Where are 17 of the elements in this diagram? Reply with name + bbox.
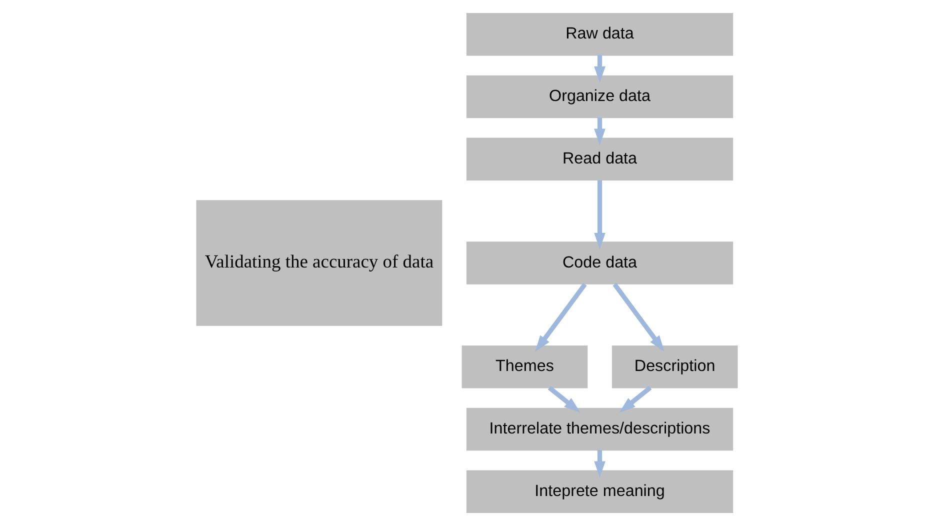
node-box: Interrelate themes/descriptions bbox=[466, 407, 734, 450]
node-box: Description bbox=[612, 345, 738, 388]
arrow bbox=[594, 180, 606, 249]
node-box: Code data bbox=[466, 241, 734, 284]
arrow bbox=[594, 54, 606, 82]
arrow bbox=[594, 117, 606, 145]
node-box: Validating the accuracy of data bbox=[196, 200, 442, 326]
arrow bbox=[548, 385, 580, 412]
node-box: Organize data bbox=[466, 74, 734, 118]
node-box: Read data bbox=[466, 137, 734, 180]
arrow bbox=[535, 282, 587, 352]
node-box: Inteprete meaning bbox=[466, 470, 734, 512]
arrow bbox=[612, 282, 664, 352]
arrow bbox=[594, 450, 606, 478]
node-box: Raw data bbox=[466, 12, 734, 56]
node-box: Themes bbox=[462, 345, 588, 388]
arrow bbox=[619, 385, 652, 412]
